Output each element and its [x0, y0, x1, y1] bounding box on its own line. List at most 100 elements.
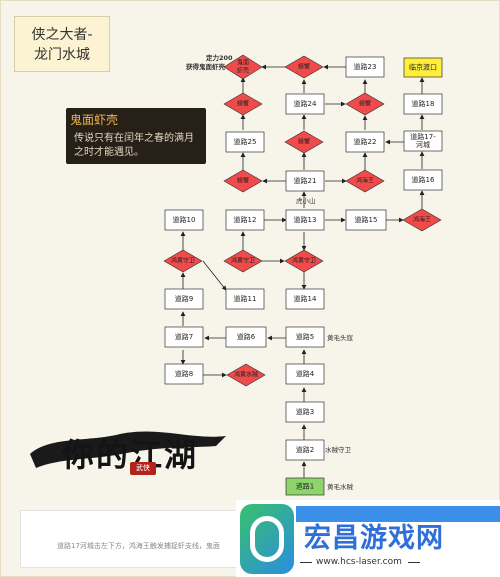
- crab-diamond-4: 螃蟹: [284, 130, 324, 154]
- game-logo-seal: 武侠: [130, 462, 156, 475]
- game-logo-name: 你的江湖: [62, 436, 199, 474]
- route-node-8: 道路8: [164, 363, 204, 385]
- game-logo: [30, 424, 230, 486]
- route-label-14: 道路14: [294, 294, 317, 303]
- water-thief-label: 鸿黄水贼: [234, 371, 258, 379]
- crab-label-2: 螃蟹: [237, 100, 249, 108]
- route-node-9: 道路9: [164, 288, 204, 310]
- crab-label-3: 螃蟹: [359, 100, 371, 108]
- annotation-top-b: 获得鬼面虾壳: [186, 62, 226, 71]
- annotation-shuizei-shouwei: 水贼守卫: [325, 445, 352, 454]
- item-info-body: 传说只有在闰年之春的满月之时才能遇见。: [74, 133, 194, 158]
- route-label-23: 道路23: [354, 62, 377, 71]
- map-title-line2: 龙门水城: [34, 47, 90, 63]
- annotation-top-a: 定力200: [205, 53, 233, 62]
- end-node: 临京渡口: [403, 57, 443, 78]
- route-label-10: 道路10: [173, 215, 196, 224]
- sea-king-label-21: 鸿海王: [356, 177, 374, 185]
- route-label-2: 道路2: [296, 445, 314, 454]
- start-node: 道路1: [285, 477, 325, 496]
- route-node-3: 道路3: [285, 401, 325, 423]
- route-node-4: 道路4: [285, 363, 325, 385]
- route-node-15: 道路15: [345, 209, 387, 231]
- item-info-heading: 鬼面虾壳: [70, 113, 119, 127]
- guard-label-c: 鸿黄守卫: [292, 257, 316, 265]
- route-label-13: 道路13: [294, 215, 317, 224]
- route-node-13: 道路13: [285, 209, 325, 231]
- crab-diamond-1: 螃蟹: [284, 55, 324, 79]
- route-node-10: 道路10: [164, 209, 204, 231]
- guard-diamond-a: 鸿黄守卫: [163, 249, 203, 273]
- crab-diamond-5: 螃蟹: [223, 169, 263, 193]
- route-node-16: 道路16: [403, 169, 443, 191]
- route-label-3: 道路3: [296, 407, 314, 416]
- route-label-7: 道路7: [175, 332, 193, 341]
- route-node-2: 道路2: [285, 439, 325, 461]
- annotation-huangmao-shuizei: 黄毛水贼: [327, 482, 354, 491]
- route-node-18: 道路18: [403, 93, 443, 115]
- route-node-21: 道路21: [285, 170, 325, 192]
- route-label-24: 道路24: [294, 99, 317, 108]
- route-label-17a: 道路17-: [410, 132, 436, 141]
- crab-label-4: 螃蟹: [298, 138, 310, 146]
- route-label-16: 道路16: [412, 175, 435, 184]
- site-name: 宏昌游戏网: [304, 523, 444, 554]
- url-dash-right: [408, 562, 420, 563]
- ad-blue-bar: [296, 506, 500, 522]
- route-node-17: 道路17- 河城: [403, 130, 443, 152]
- route-node-24: 道路24: [285, 93, 325, 115]
- url-dash-left: [300, 562, 312, 563]
- route-label-9: 道路9: [175, 294, 193, 303]
- route-node-11: 道路11: [225, 288, 265, 310]
- route-node-5: 道路5: [285, 326, 325, 348]
- route-node-7: 道路7: [164, 326, 204, 348]
- route-node-25: 道路25: [225, 131, 265, 153]
- route-label-8: 道路8: [175, 369, 193, 378]
- annotation-hushan: 虎小山: [296, 196, 316, 205]
- guard-label-a: 鸿黄守卫: [171, 257, 195, 265]
- crab-diamond-3: 螃蟹: [345, 92, 385, 116]
- note-text: 道路17河城击左下方，鸿海王触发捕捉虾支线，鬼面: [57, 542, 220, 550]
- route-label-11: 道路11: [234, 294, 257, 303]
- route-label-12: 道路12: [234, 215, 257, 224]
- guard-diamond-b: 鸿黄守卫: [223, 249, 263, 273]
- crab-label-1: 螃蟹: [298, 63, 310, 71]
- route-label-17b: 河城: [416, 141, 430, 149]
- site-app-icon-ring: [250, 516, 284, 562]
- guard-diamond-c: 鸿黄守卫: [284, 249, 324, 273]
- route-label-5: 道路5: [296, 332, 314, 341]
- annotation-huangmao-toukou: 黄毛头寇: [327, 333, 354, 342]
- route-label-22: 道路22: [354, 137, 377, 146]
- crab-label-5: 螃蟹: [237, 177, 249, 185]
- guard-label-b: 鸿黄守卫: [231, 257, 255, 265]
- route-label-15: 道路15: [355, 215, 378, 224]
- water-thief-diamond: 鸿黄水贼: [226, 363, 266, 387]
- sea-king-diamond-15: 鸿海王: [402, 208, 442, 232]
- site-app-icon: [240, 504, 294, 574]
- item-info-card: 鬼面虾壳 传说只有在闰年之春的满月之时才能遇见。: [66, 108, 206, 164]
- route-label-21: 道路21: [294, 176, 317, 185]
- sea-king-label-15: 鸿海王: [413, 216, 431, 224]
- route-label-25: 道路25: [234, 137, 257, 146]
- ghost-shrimp-label-a: 鬼面: [237, 59, 249, 67]
- site-ad-banner[interactable]: 宏昌游戏网 www.hcs-laser.com: [236, 500, 500, 577]
- route-label-18: 道路18: [412, 99, 435, 108]
- map-title-card: 侠之大者- 龙门水城: [14, 16, 110, 72]
- route-label-1: 道路1: [296, 482, 314, 491]
- route-node-14: 道路14: [285, 288, 325, 310]
- route-label-4: 道路4: [296, 369, 315, 378]
- ghost-shrimp-diamond: 鬼面 虾壳: [223, 54, 263, 80]
- dock-label: 临京渡口: [409, 63, 437, 72]
- ghost-shrimp-label-b: 虾壳: [237, 67, 249, 75]
- route-label-6: 道路6: [237, 332, 256, 341]
- note-bar: 道路17河城击左下方，鸿海王触发捕捉虾支线，鬼面: [20, 510, 242, 568]
- logo-brush-stroke: [30, 431, 226, 468]
- route-node-12: 道路12: [225, 209, 265, 231]
- route-node-6: 道路6: [225, 326, 267, 348]
- crab-diamond-2: 螃蟹: [223, 92, 263, 116]
- map-title-line1: 侠之大者-: [31, 27, 93, 43]
- sea-king-diamond-21: 鸿海王: [345, 169, 385, 193]
- route-node-22: 道路22: [345, 131, 385, 153]
- route-node-23: 道路23: [345, 56, 385, 78]
